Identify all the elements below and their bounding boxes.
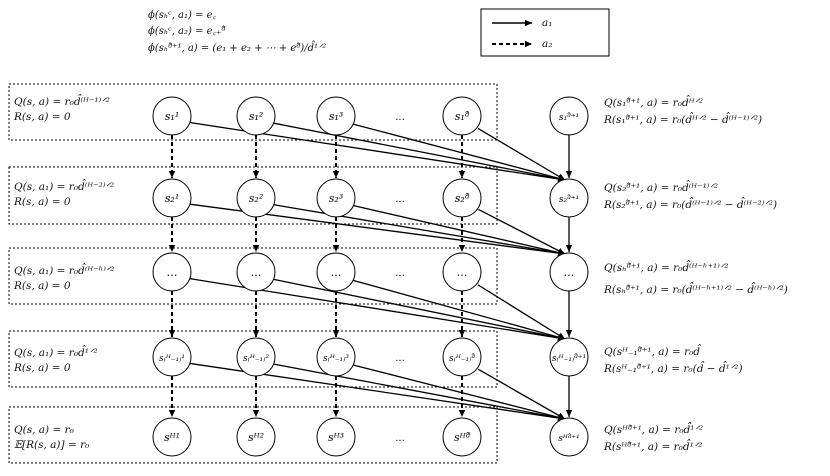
state-node-r5-c2: sᴴ² (236, 417, 276, 457)
feature-line-1: ϕ(sₕᶜ, a₁) = e꜀ (148, 10, 217, 21)
state-node-label: s₍ᴴ₋₁₎ᵈ̂ (449, 353, 475, 364)
state-node-r3-c1: … (152, 252, 192, 292)
row-1-right-r: R(s₁ᵈ̂⁺¹, a) = r₀(d̂ᴴᐟ² − d̂⁽ᴴ⁻¹⁾ᐟ²) (604, 114, 763, 126)
row-5-left-r: 𝔼[R(s, a)] = r₀ (14, 439, 90, 451)
state-node-label: sᴴ¹ (164, 431, 180, 444)
column-ellipsis-r3: ... (395, 268, 405, 279)
state-node-r1-c4: s₁ᵈ̂ (442, 96, 482, 136)
row-4-right-q: Q(sᴴ₋₁ᵈ̂⁺¹, a) = r₀d̂ (604, 346, 701, 358)
state-node-label: s₁² (249, 110, 263, 123)
row-2-left-r: R(s, a) = 0 (14, 196, 71, 208)
row-3-left-q: Q(s, a₁) = r₀d̂⁽ᴴ⁻ʰ⁾ᐟ² (14, 265, 115, 277)
state-node-label: s₍ᴴ₋₁₎² (243, 354, 269, 364)
edge-a1-r2-c4 (478, 208, 566, 255)
feature-line-3: ϕ(sₕᵈ̂⁺¹, a) = (e₁ + e₂ + ⋯ + eᵈ̂)/d̂¹ᐟ² (148, 43, 327, 54)
row-box-2 (8, 166, 498, 225)
row-4-left-r: R(s, a) = 0 (14, 362, 71, 374)
edge-a1-r3-c4 (477, 284, 566, 340)
row-4-right-r: R(sᴴ₋₁ᵈ̂⁺¹, a) = r₀(d̂ − d̂¹ᐟ²) (604, 363, 743, 375)
state-node-label: sᴴ³ (328, 431, 344, 444)
state-node-label: s₂ᵈ̂⁺¹ (559, 194, 579, 205)
state-node-label: … (564, 266, 575, 279)
row-3-right-q: Q(sₕᵈ̂⁺¹, a) = r₀d̂⁽ᴴ⁻ʰ⁺¹⁾ᐟ² (604, 262, 729, 274)
state-node-r3-c3: … (316, 252, 356, 292)
row-1-left-q: Q(s, a) = r₀d̂⁽ᴴ⁻¹⁾ᐟ² (14, 96, 110, 108)
state-node-label: s₂³ (329, 192, 343, 205)
edge-a1-r1-c2 (273, 122, 566, 182)
state-node-r1-c2: s₁² (236, 96, 276, 136)
state-node-label: sᴴᵈ̂ (454, 431, 471, 444)
row-3-right-r: R(sₕᵈ̂⁺¹, a) = r₀(d̂⁽ᴴ⁻ʰ⁺¹⁾ᐟ² − d̂⁽ᴴ⁻ʰ⁾ᐟ… (604, 284, 788, 296)
row-2-right-q: Q(s₂ᵈ̂⁺¹, a) = r₀d̂⁽ᴴ⁻¹⁾ᐟ² (604, 182, 719, 194)
state-node-r5-c4: sᴴᵈ̂ (442, 417, 482, 457)
row-1-right-q: Q(s₁ᵈ̂⁺¹, a) = r₀d̂ᴴᐟ² (604, 97, 704, 109)
edge-a1-r4-c3 (353, 364, 566, 421)
column-ellipsis-r2: ... (395, 194, 405, 205)
row-box-1 (8, 83, 498, 141)
state-node-r5-c1: sᴴ¹ (152, 417, 192, 457)
state-node-r2-c3: s₂³ (316, 178, 356, 218)
row-2-left-q: Q(s, a₁) = r₀d̂⁽ᴴ⁻²⁾ᐟ² (14, 181, 115, 193)
edge-a1-r3-c3 (353, 279, 566, 341)
state-node-label: s₍ᴴ₋₁₎³ (323, 354, 349, 364)
edge-a1-r4-c4 (477, 368, 566, 420)
row-5-right-r: R(sᴴᵈ̂⁺¹, a) = r₀d̂¹ᐟ² (604, 441, 703, 453)
state-node-r4-c4: s₍ᴴ₋₁₎ᵈ̂ (442, 337, 482, 377)
state-node-extra-r2: s₂ᵈ̂⁺¹ (549, 178, 589, 218)
state-node-label: s₍ᴴ₋₁₎¹ (159, 354, 185, 364)
row-2-right-r: R(s₂ᵈ̂⁺¹, a) = r₀(d̂⁽ᴴ⁻¹⁾ᐟ² − d̂⁽ᴴ⁻²⁾ᐟ²) (604, 199, 778, 211)
edge-a1-r2-c2 (273, 204, 566, 256)
row-5-right-q: Q(sᴴᵈ̂⁺¹, a) = r₀d̂¹ᐟ² (604, 424, 704, 436)
edge-a1-r3-c2 (273, 278, 566, 341)
state-node-extra-r4: s₍ᴴ₋₁₎ᵈ̂⁺¹ (549, 337, 589, 377)
column-ellipsis-r4: ... (395, 353, 405, 364)
state-node-label: s₂² (249, 192, 263, 205)
state-node-label: … (457, 266, 468, 279)
row-4-left-q: Q(s, a₁) = r₀d̂¹ᐟ² (14, 347, 98, 359)
edge-a1-r1-c3 (353, 123, 566, 182)
state-node-r5-c3: sᴴ³ (316, 417, 356, 457)
state-node-label: sᴴᵈ̂⁺¹ (558, 433, 580, 444)
state-node-r4-c3: s₍ᴴ₋₁₎³ (316, 337, 356, 377)
state-node-r2-c4: s₂ᵈ̂ (442, 178, 482, 218)
edge-a1-r4-c2 (273, 363, 566, 421)
state-node-label: … (251, 266, 262, 279)
feature-line-2: ϕ(sₕᶜ, a₂) = e꜀₊ᵈ̂ (148, 26, 226, 37)
state-node-label: s₁¹ (165, 110, 179, 123)
row-1-left-r: R(s, a) = 0 (14, 111, 71, 123)
row-5-left-q: Q(s, a) = r₀ (14, 424, 74, 436)
state-node-extra-r1: s₁ᵈ̂⁺¹ (549, 96, 589, 136)
legend-dashed-label: a₂ (542, 38, 553, 50)
state-node-r1-c3: s₁³ (316, 96, 356, 136)
state-node-label: s₁ᵈ̂⁺¹ (559, 112, 579, 123)
column-ellipsis-r5: ... (395, 433, 405, 444)
edge-a1-r1-c4 (477, 127, 566, 181)
state-node-r4-c1: s₍ᴴ₋₁₎¹ (152, 337, 192, 377)
state-node-label: s₂ᵈ̂ (455, 192, 470, 205)
state-node-r3-c2: … (236, 252, 276, 292)
state-node-r2-c2: s₂² (236, 178, 276, 218)
column-ellipsis-r1: ... (395, 112, 405, 123)
state-node-label: s₁³ (329, 110, 343, 123)
state-node-label: s₂¹ (165, 192, 179, 205)
state-node-label: s₍ᴴ₋₁₎ᵈ̂⁺¹ (552, 353, 586, 364)
state-node-r4-c2: s₍ᴴ₋₁₎² (236, 337, 276, 377)
state-node-label: s₁ᵈ̂ (455, 110, 470, 123)
legend-box (480, 8, 610, 57)
state-node-label: … (167, 266, 178, 279)
state-node-extra-r3: … (549, 252, 589, 292)
state-node-r2-c1: s₂¹ (152, 178, 192, 218)
state-node-extra-r5: sᴴᵈ̂⁺¹ (549, 417, 589, 457)
state-node-label: sᴴ² (248, 431, 264, 444)
edge-a1-r2-c3 (353, 205, 566, 256)
state-node-label: … (331, 266, 342, 279)
legend-solid-label: a₁ (542, 17, 553, 29)
state-node-r3-c4: … (442, 252, 482, 292)
row-box-5 (8, 406, 498, 464)
row-3-left-r: R(s, a) = 0 (14, 280, 71, 292)
state-node-r1-c1: s₁¹ (152, 96, 192, 136)
